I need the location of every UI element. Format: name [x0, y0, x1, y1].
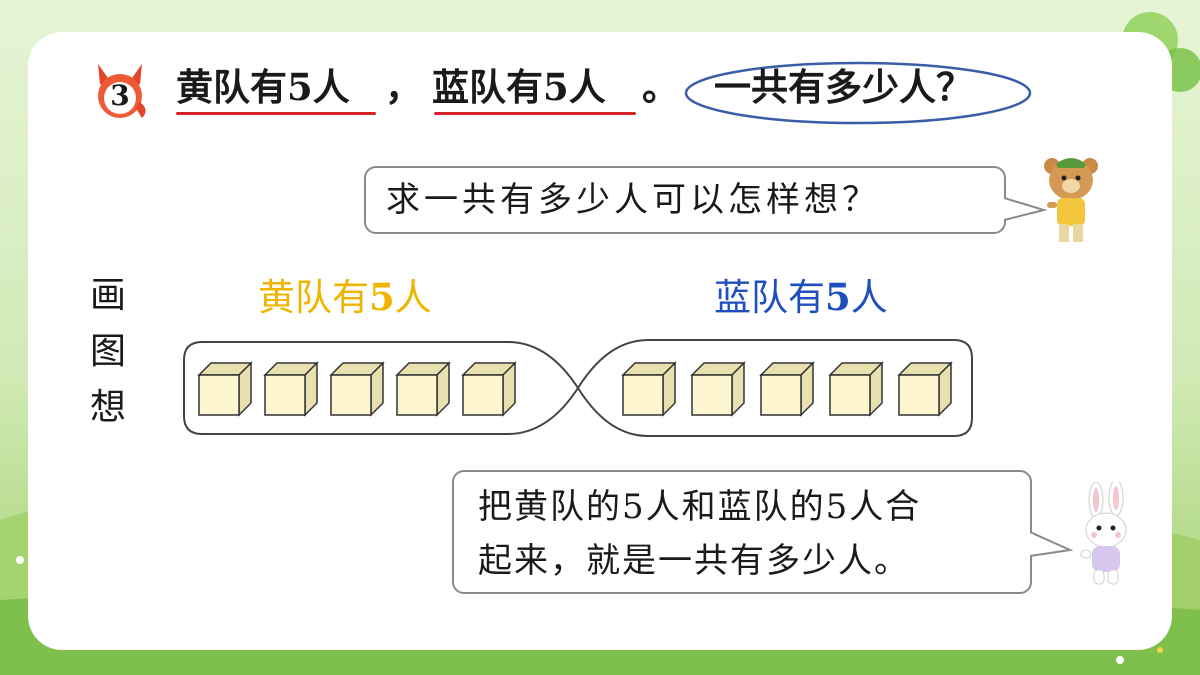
rabbit-speech-bubble: 把黄队的5人和蓝队的5人合 起来，就是一共有多少人。 [452, 470, 1032, 594]
yellow-team-label-suffix: 人 [394, 276, 432, 319]
blue-team-label: 蓝队有5人 [714, 272, 888, 322]
yellow-team-cube-2 [263, 361, 319, 417]
blue-team-cube-2 [690, 361, 746, 417]
blue-team-cube-5 [897, 361, 953, 417]
period-punctuation: 。 [642, 65, 679, 109]
side-label-char-2: 图 [89, 331, 126, 372]
yellow-team-cube-4 [395, 361, 451, 417]
bear-speech-bubble: 求一共有多少人可以怎样想？ [364, 166, 1006, 234]
question-oval [684, 61, 1032, 125]
yellow-team-cube-1 [197, 361, 253, 417]
yellow-team-cube-3 [329, 361, 385, 417]
side-label-char-1: 画 [89, 275, 126, 316]
yellow-team-label-number: 5 [369, 275, 395, 319]
side-label-char-3: 想 [89, 387, 126, 428]
problem-number: 3 [110, 79, 130, 112]
bear-bubble-tail [1004, 197, 1048, 221]
blue-team-cube-4 [828, 361, 884, 417]
cube-groups-outline [183, 339, 973, 437]
blue-team-label-number: 5 [825, 275, 851, 319]
side-label: 画 图 想 [86, 268, 130, 436]
yellow-team-label: 黄队有5人 [258, 272, 432, 322]
condition-yellow-underline [176, 112, 376, 115]
rabbit-bubble-tail [1030, 531, 1074, 557]
comma-punctuation: ， [385, 65, 422, 109]
condition-blue-underline [434, 112, 636, 115]
question-text: 一共有多少人？ [714, 65, 973, 109]
blue-team-label-suffix: 人 [850, 276, 888, 319]
yellow-team-label-prefix: 黄队有 [258, 276, 369, 319]
blue-team-label-prefix: 蓝队有 [714, 276, 825, 319]
bear-character-icon [1044, 158, 1098, 242]
rabbit-character-icon [1080, 482, 1127, 585]
rabbit-bubble-line-2: 起来，就是一共有多少人。 [478, 541, 910, 581]
fox-badge-icon [98, 64, 146, 118]
blue-team-cube-1 [621, 361, 677, 417]
bear-bubble-text: 求一共有多少人可以怎样想？ [386, 180, 880, 220]
condition-blue: 蓝队有5人 [432, 65, 606, 109]
yellow-team-cube-5 [461, 361, 517, 417]
condition-yellow: 黄队有5人 [176, 65, 350, 109]
rabbit-bubble-line-1: 把黄队的5人和蓝队的5人合 [478, 487, 922, 527]
blue-team-cube-3 [759, 361, 815, 417]
